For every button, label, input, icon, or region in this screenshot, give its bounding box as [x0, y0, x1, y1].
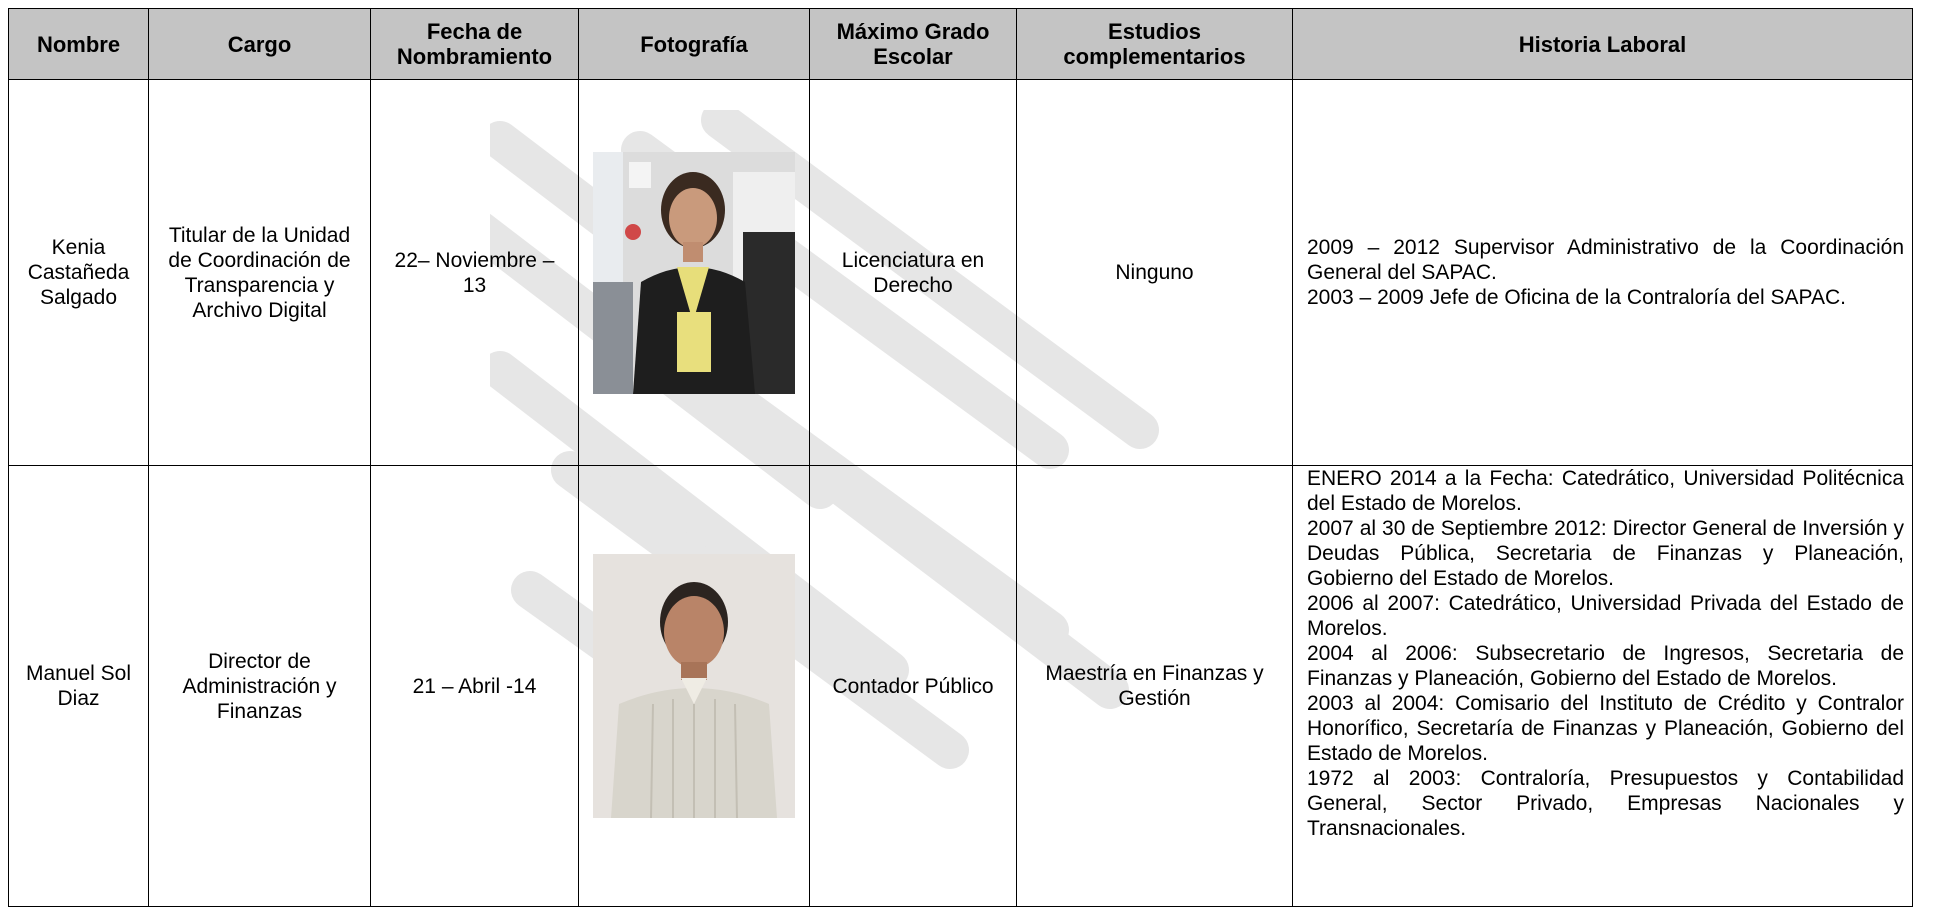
header-cargo: Cargo: [148, 8, 371, 80]
cell-estudios: Ninguno: [1016, 79, 1293, 466]
cell-historia: ENERO 2014 a la Fecha: Catedrático, Univ…: [1292, 465, 1913, 907]
header-nombre: Nombre: [8, 8, 149, 80]
header-fotografia: Fotografía: [578, 8, 810, 80]
historia-entry: 2007 al 30 de Septiembre 2012: Director …: [1307, 517, 1904, 590]
cell-cargo: Titular de la Unidad de Coordinación de …: [148, 79, 371, 466]
historia-entry: 2004 al 2006: Subsecretario de Ingresos,…: [1307, 642, 1904, 690]
cell-grado: Contador Público: [809, 465, 1017, 907]
header-grado: Máximo Grado Escolar: [809, 8, 1017, 80]
cell-nombre: Manuel Sol Diaz: [8, 465, 149, 907]
cell-nombre: Kenia Castañeda Salgado: [8, 79, 149, 466]
historia-entry: ENERO 2014 a la Fecha: Catedrático, Univ…: [1307, 467, 1904, 515]
header-row: Nombre Cargo Fecha de Nombramiento Fotog…: [8, 8, 1913, 80]
cell-estudios: Maestría en Finanzas y Gestión: [1016, 465, 1293, 907]
cell-fotografia: [578, 465, 810, 907]
historia-entry: 2009 – 2012 Supervisor Administrativo de…: [1307, 236, 1904, 284]
historia-entry: 2006 al 2007: Catedrático, Universidad P…: [1307, 592, 1904, 640]
table-row: Manuel Sol Diaz Director de Administraci…: [8, 465, 1913, 907]
historia-entry: 2003 al 2004: Comisario del Instituto de…: [1307, 692, 1904, 765]
historia-entry: 1972 al 2003: Contraloría, Presupuestos …: [1307, 767, 1904, 840]
historia-entry: 2003 – 2009 Jefe de Oficina de la Contra…: [1307, 286, 1846, 309]
header-historia: Historia Laboral: [1292, 8, 1913, 80]
portrait-photo-woman: [593, 151, 795, 394]
cell-fecha: 22– Noviembre – 13: [370, 79, 579, 466]
cell-fotografia: [578, 79, 810, 466]
personnel-table: Nombre Cargo Fecha de Nombramiento Fotog…: [8, 8, 1913, 907]
table-row: Kenia Castañeda Salgado Titular de la Un…: [8, 79, 1913, 466]
cell-fecha: 21 – Abril -14: [370, 465, 579, 907]
cell-grado: Licenciatura en Derecho: [809, 79, 1017, 466]
header-estudios: Estudios complementarios: [1016, 8, 1293, 80]
portrait-photo-man: [593, 554, 795, 818]
cell-cargo: Director de Administración y Finanzas: [148, 465, 371, 907]
cell-historia: 2009 – 2012 Supervisor Administrativo de…: [1292, 79, 1913, 466]
header-fecha: Fecha de Nombramiento: [370, 8, 579, 80]
